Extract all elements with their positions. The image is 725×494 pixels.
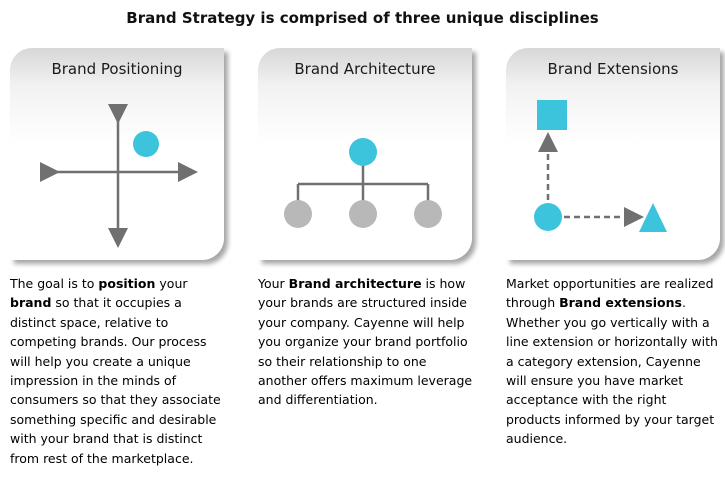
page-title: Brand Strategy is comprised of three uni… bbox=[126, 9, 599, 27]
description-text: your bbox=[155, 276, 188, 291]
card-brand-architecture: Brand Architecture bbox=[258, 48, 472, 260]
sub-brand-node-icon bbox=[284, 200, 312, 228]
description-positioning: The goal is to position your brand so th… bbox=[10, 274, 226, 468]
description-bold-text: brand bbox=[10, 295, 52, 311]
sub-brand-node-icon bbox=[414, 200, 442, 228]
description-text: so that it occupies a distinct space, re… bbox=[10, 295, 221, 466]
sub-brand-node-icon bbox=[349, 200, 377, 228]
description-bold-text: position bbox=[98, 276, 156, 291]
description-extensions: Market opportunities are realized throug… bbox=[506, 274, 722, 449]
parent-brand-node-icon bbox=[349, 138, 377, 166]
description-text: The goal is to bbox=[10, 276, 99, 291]
line-extension-square-icon bbox=[537, 100, 567, 130]
position-dot-icon bbox=[133, 131, 159, 157]
architecture-tree-icon bbox=[284, 138, 442, 228]
card-title-extensions: Brand Extensions bbox=[547, 60, 679, 78]
description-bold-text: Brand extensions bbox=[559, 295, 682, 311]
description-architecture: Your Brand architecture is how your bran… bbox=[258, 274, 474, 410]
card-title-architecture: Brand Architecture bbox=[294, 60, 436, 78]
description-bold-text: Brand architecture bbox=[288, 276, 422, 291]
core-brand-dot-icon bbox=[534, 203, 562, 231]
card-brand-positioning: Brand Positioning bbox=[10, 48, 224, 260]
description-text: Your bbox=[258, 276, 289, 291]
description-text: is how your brands are structured inside… bbox=[258, 276, 473, 408]
description-text: . Whether you go vertically with a line … bbox=[506, 295, 718, 447]
description-text: Market opportunities are realized throug… bbox=[506, 276, 714, 311]
extensions-arrows-icon bbox=[534, 100, 667, 232]
card-brand-extensions: Brand Extensions bbox=[506, 48, 720, 260]
card-title-positioning: Brand Positioning bbox=[51, 60, 183, 78]
positioning-axes-icon bbox=[40, 104, 198, 248]
category-extension-triangle-icon bbox=[639, 203, 667, 232]
